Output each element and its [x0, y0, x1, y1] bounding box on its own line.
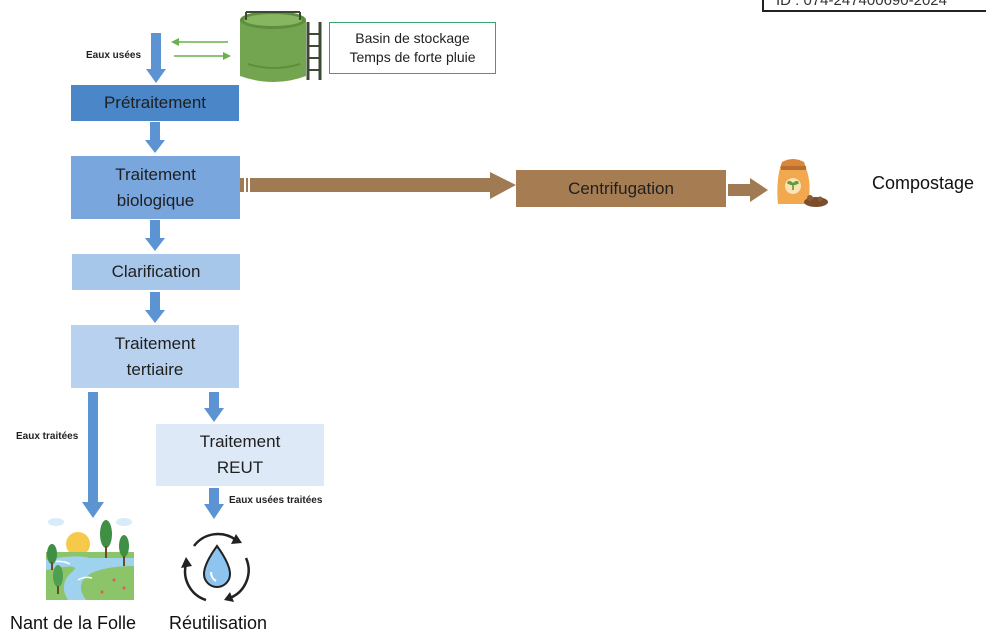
tertiary-treatment-box: Traitement tertiaire	[71, 325, 239, 388]
id-stamp-text: ID : 074-247400690-2024	[776, 0, 947, 9]
treated-water-label: Eaux traitées	[16, 431, 79, 442]
compost-bag-icon	[777, 159, 828, 207]
reut-label-line1: Traitement	[199, 432, 281, 451]
biological-label-line1: Traitement	[115, 164, 196, 184]
reut-label-line2: REUT	[216, 458, 264, 477]
pretreatment-box: Prétraitement	[71, 85, 239, 121]
tertiary-label-line1: Traitement	[114, 333, 196, 353]
storage-note-line2: Temps de forte pluie	[349, 49, 476, 65]
compost-arrow	[728, 178, 768, 202]
composting-label: Compostage	[872, 173, 975, 193]
biological-treatment-box: Traitement biologique	[71, 156, 240, 219]
treated-wastewater-label: Eaux usées traitées	[229, 495, 323, 506]
flow-arrow-clar-tert	[145, 292, 165, 323]
centrifugation-label: Centrifugation	[568, 178, 674, 198]
flow-arrow-to-reuse	[204, 488, 224, 519]
inlet-arrow	[146, 33, 166, 83]
tertiary-label-line2: tertiaire	[126, 359, 184, 379]
river-label: Nant de la Folle	[10, 613, 137, 633]
water-recycle-icon	[181, 532, 250, 602]
clarification-label: Clarification	[111, 262, 201, 281]
flow-arrow-bio-clar	[145, 220, 165, 251]
clarification-box: Clarification	[72, 254, 240, 290]
storage-note: Basin de stockage Temps de forte pluie	[329, 22, 496, 74]
river-landscape-icon	[46, 518, 134, 600]
reuse-label: Réutilisation	[169, 613, 268, 633]
inlet-label: Eaux usées	[86, 50, 142, 61]
id-stamp: ID : 074-247400690-2024	[762, 0, 986, 12]
pretreatment-label: Prétraitement	[103, 93, 207, 112]
flow-arrow-pre-bio	[145, 122, 165, 153]
sludge-arrow	[240, 172, 516, 199]
storage-tank-icon	[240, 11, 322, 82]
flow-arrow-to-river	[82, 392, 104, 518]
reut-treatment-box: Traitement REUT	[156, 424, 324, 486]
storage-link-arrows	[171, 38, 231, 60]
centrifugation-box: Centrifugation	[516, 170, 726, 207]
storage-note-line1: Basin de stockage	[355, 30, 470, 46]
biological-label-line2: biologique	[116, 190, 195, 210]
flow-arrow-tert-reut	[204, 392, 224, 422]
